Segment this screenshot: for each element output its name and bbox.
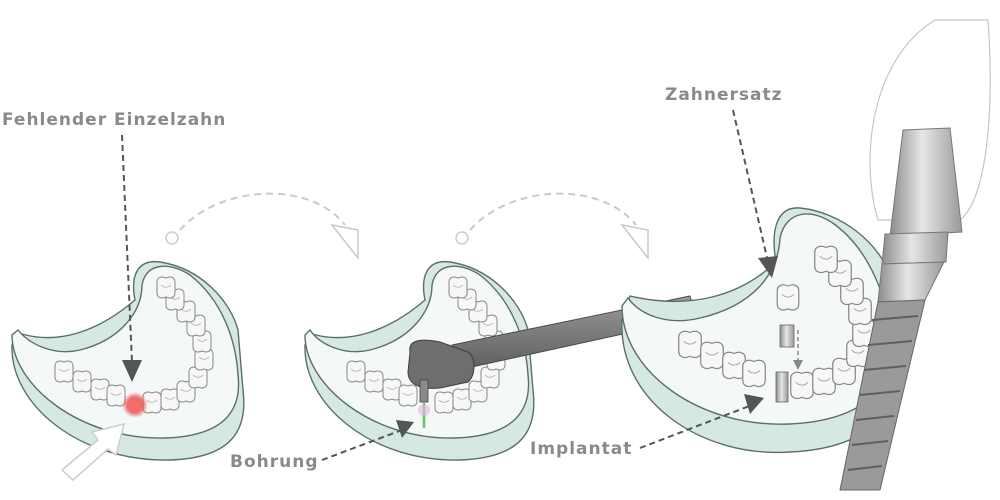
missing-tooth-pointer-line (121, 134, 133, 363)
prosthesis-arrowhead (758, 256, 778, 278)
missing-tooth-arrowhead (122, 360, 142, 382)
large-implant-illustration (839, 19, 991, 491)
prosthesis-pointer-line (732, 109, 769, 263)
jaw-stage-3 (621, 207, 902, 454)
drill-pointer-line (321, 429, 403, 461)
hand-pointer-arrow-icon (60, 422, 126, 482)
label-implant: Implantat (530, 439, 633, 459)
label-prosthesis: Zahnersatz (665, 85, 783, 105)
implant-screw (775, 371, 789, 403)
crown (776, 284, 800, 311)
label-drilling: Bohrung (230, 452, 319, 472)
curved-dashed-arrow-icon (165, 192, 359, 261)
abutment (779, 324, 795, 348)
drill-arrowhead (396, 420, 414, 438)
label-missing-tooth: Fehlender Einzelzahn (2, 110, 227, 130)
implant-arrowhead (744, 394, 764, 414)
missing-tooth-marker (122, 392, 148, 418)
curved-dashed-arrow-icon (455, 192, 649, 261)
